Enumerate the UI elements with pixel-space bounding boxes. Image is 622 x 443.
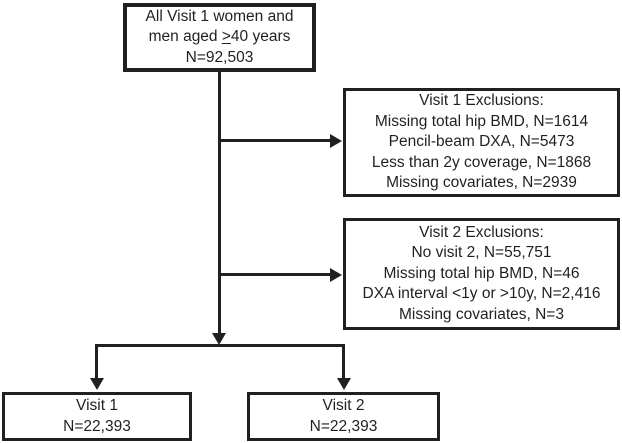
visit1-exclusion-item: Pencil-beam DXA, N=5473 <box>388 133 575 151</box>
visit1-sample-label: Visit 1 <box>76 397 118 414</box>
visit2-sample-label: Visit 2 <box>322 397 365 414</box>
visit2-sample-count: N=22,393 <box>309 417 378 435</box>
arrowhead-down-visit1 <box>90 378 104 390</box>
visit2-exclusion-item: No visit 2, N=55,751 <box>411 244 552 262</box>
visit1-exclusions-title: Visit 1 Exclusions: <box>419 92 544 110</box>
visit1-sample-count: N=22,393 <box>63 417 131 435</box>
arrowhead-right-visit1-exclusions <box>330 134 342 148</box>
box-visit2-exclusions: Visit 2 Exclusions: No visit 2, N=55,751… <box>343 218 620 330</box>
visit2-exclusion-item: DXA interval <1y or >10y, N=2,416 <box>362 285 601 303</box>
source-population-line1: All Visit 1 women and <box>145 7 294 25</box>
visit2-exclusion-item: Missing covariates, N=3 <box>399 305 564 323</box>
connector-main-vertical <box>218 72 221 334</box>
connector-visit1-drop <box>95 344 98 378</box>
visit1-exclusion-item: Less than 2y coverage, N=1868 <box>371 153 592 171</box>
box-visit1-exclusions: Visit 1 Exclusions: Missing total hip BM… <box>343 88 620 197</box>
box-visit2-sample: Visit 2 N=22,393 <box>247 392 440 441</box>
box-source-population: All Visit 1 women and men aged >40 years… <box>123 3 316 72</box>
connector-visit2-exclusions <box>219 273 331 276</box>
arrowhead-down-main <box>212 333 226 345</box>
box-visit1-sample: Visit 1 N=22,393 <box>2 392 192 441</box>
source-population-line2: men aged >40 years <box>127 27 312 48</box>
visit1-exclusion-item: Missing total hip BMD, N=1614 <box>374 112 589 130</box>
visit2-exclusion-item: Missing total hip BMD, N=46 <box>383 264 580 282</box>
visit1-exclusion-item: Missing covariates, N=2939 <box>386 174 577 192</box>
connector-visit2-drop <box>342 344 345 378</box>
age-criterion-prefix: men aged <box>148 28 222 46</box>
visit2-exclusions-title: Visit 2 Exclusions: <box>419 223 544 241</box>
connector-visit1-exclusions <box>219 139 331 142</box>
connector-split-horizontal <box>95 344 345 347</box>
greater-equal-symbol: > <box>221 28 231 46</box>
arrowhead-right-visit2-exclusions <box>330 268 342 282</box>
arrowhead-down-visit2 <box>337 378 351 390</box>
source-population-count: N=92,503 <box>185 48 254 66</box>
age-criterion-suffix: 40 years <box>230 28 291 46</box>
